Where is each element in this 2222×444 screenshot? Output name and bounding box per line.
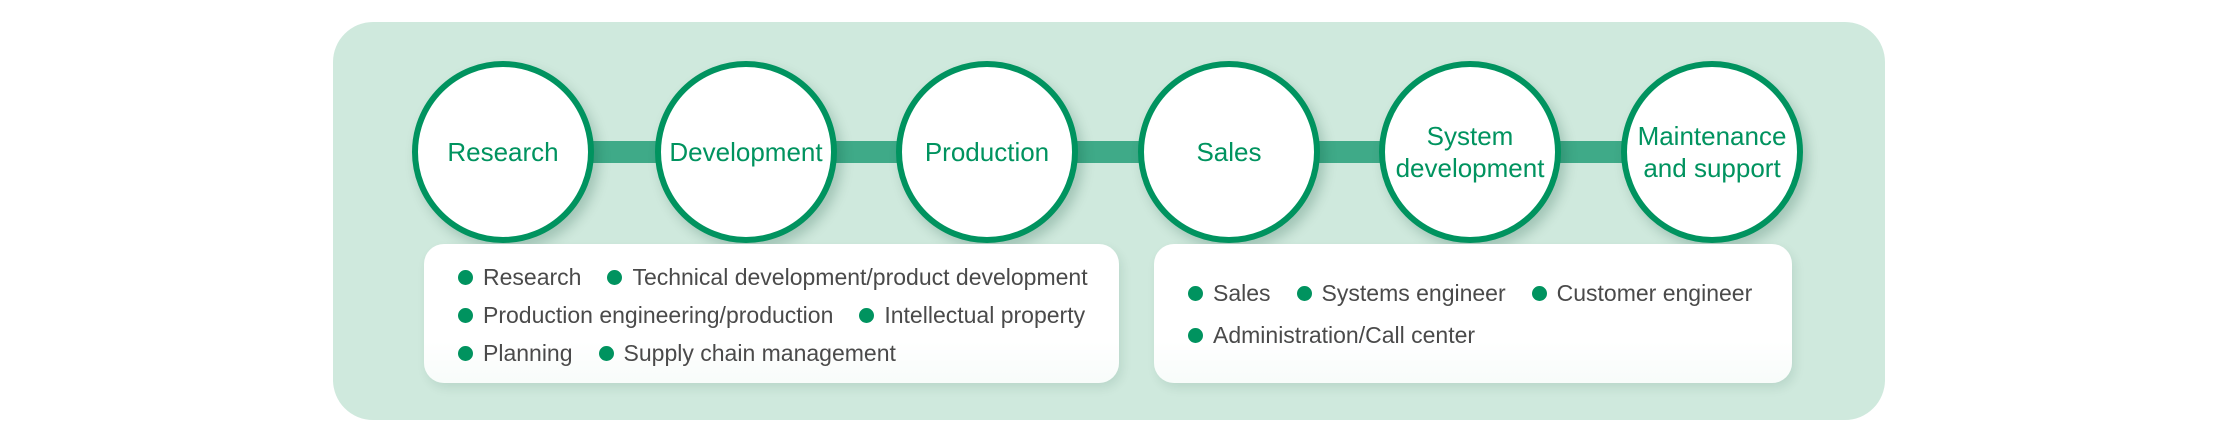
flow-step-label: Sales [1196,136,1262,167]
flow-step-system-development: System development [1379,61,1561,243]
flow-step-label: Production [924,136,1050,167]
role-item: Customer engineer [1531,279,1753,307]
role-label: Administration/Call center [1213,321,1476,348]
flow-step-label: Research [447,136,559,167]
bullet-dot-icon [859,307,875,323]
role-item: Sales [1188,280,1271,307]
role-label: Research [483,263,582,290]
roles-row: Sales Systems engineer Customer engineer [1188,272,1774,314]
flow-step-maintenance-support: Maintenance and support [1621,61,1803,243]
flow-step-development: Development [655,61,837,243]
flow-step-research: Research [412,61,594,243]
role-item: Technical development/product developmen… [607,263,1088,291]
rd-roles-panel: Research Technical development/product d… [424,244,1119,383]
roles-row: Administration/Call center [1188,314,1774,356]
flow-step-label: System development [1395,120,1545,184]
role-item: Planning [458,340,573,367]
bullet-dot-icon [458,345,473,361]
bullet-dot-icon [1531,285,1547,301]
role-label: Intellectual property [884,301,1086,328]
bullet-dot-icon [598,345,614,361]
role-label: Planning [483,339,573,366]
role-item: Administration/Call center [1188,322,1475,349]
role-item: Research [458,264,581,291]
roles-row: Production engineering/production Intell… [458,296,1101,334]
bullet-dot-icon [458,269,473,285]
role-item: Production engineering/production [458,302,833,329]
sales-roles-panel: Sales Systems engineer Customer engineer… [1154,244,1792,383]
roles-row: Research Technical development/product d… [458,258,1101,296]
role-label: Sales [1213,279,1271,306]
bullet-dot-icon [458,307,473,323]
flow-step-label: Maintenance and support [1637,120,1787,184]
role-item: Supply chain management [598,339,896,367]
flow-step-sales: Sales [1138,61,1320,243]
bullet-dot-icon [1296,285,1312,301]
role-label: Supply chain management [623,339,896,366]
process-flow-container: Research Development Production Sales Sy… [333,22,1885,420]
role-label: Technical development/product developmen… [632,263,1088,290]
roles-row: Planning Supply chain management [458,334,1101,372]
role-item: Intellectual property [859,302,1085,329]
bullet-dot-icon [607,269,623,285]
role-label: Production engineering/production [483,301,834,328]
flow-step-label: Development [669,136,823,167]
bullet-dot-icon [1188,327,1203,343]
flow-step-production: Production [896,61,1078,243]
role-label: Systems engineer [1321,279,1506,306]
role-label: Customer engineer [1556,279,1753,306]
bullet-dot-icon [1188,285,1203,301]
role-item: Systems engineer [1296,279,1506,307]
